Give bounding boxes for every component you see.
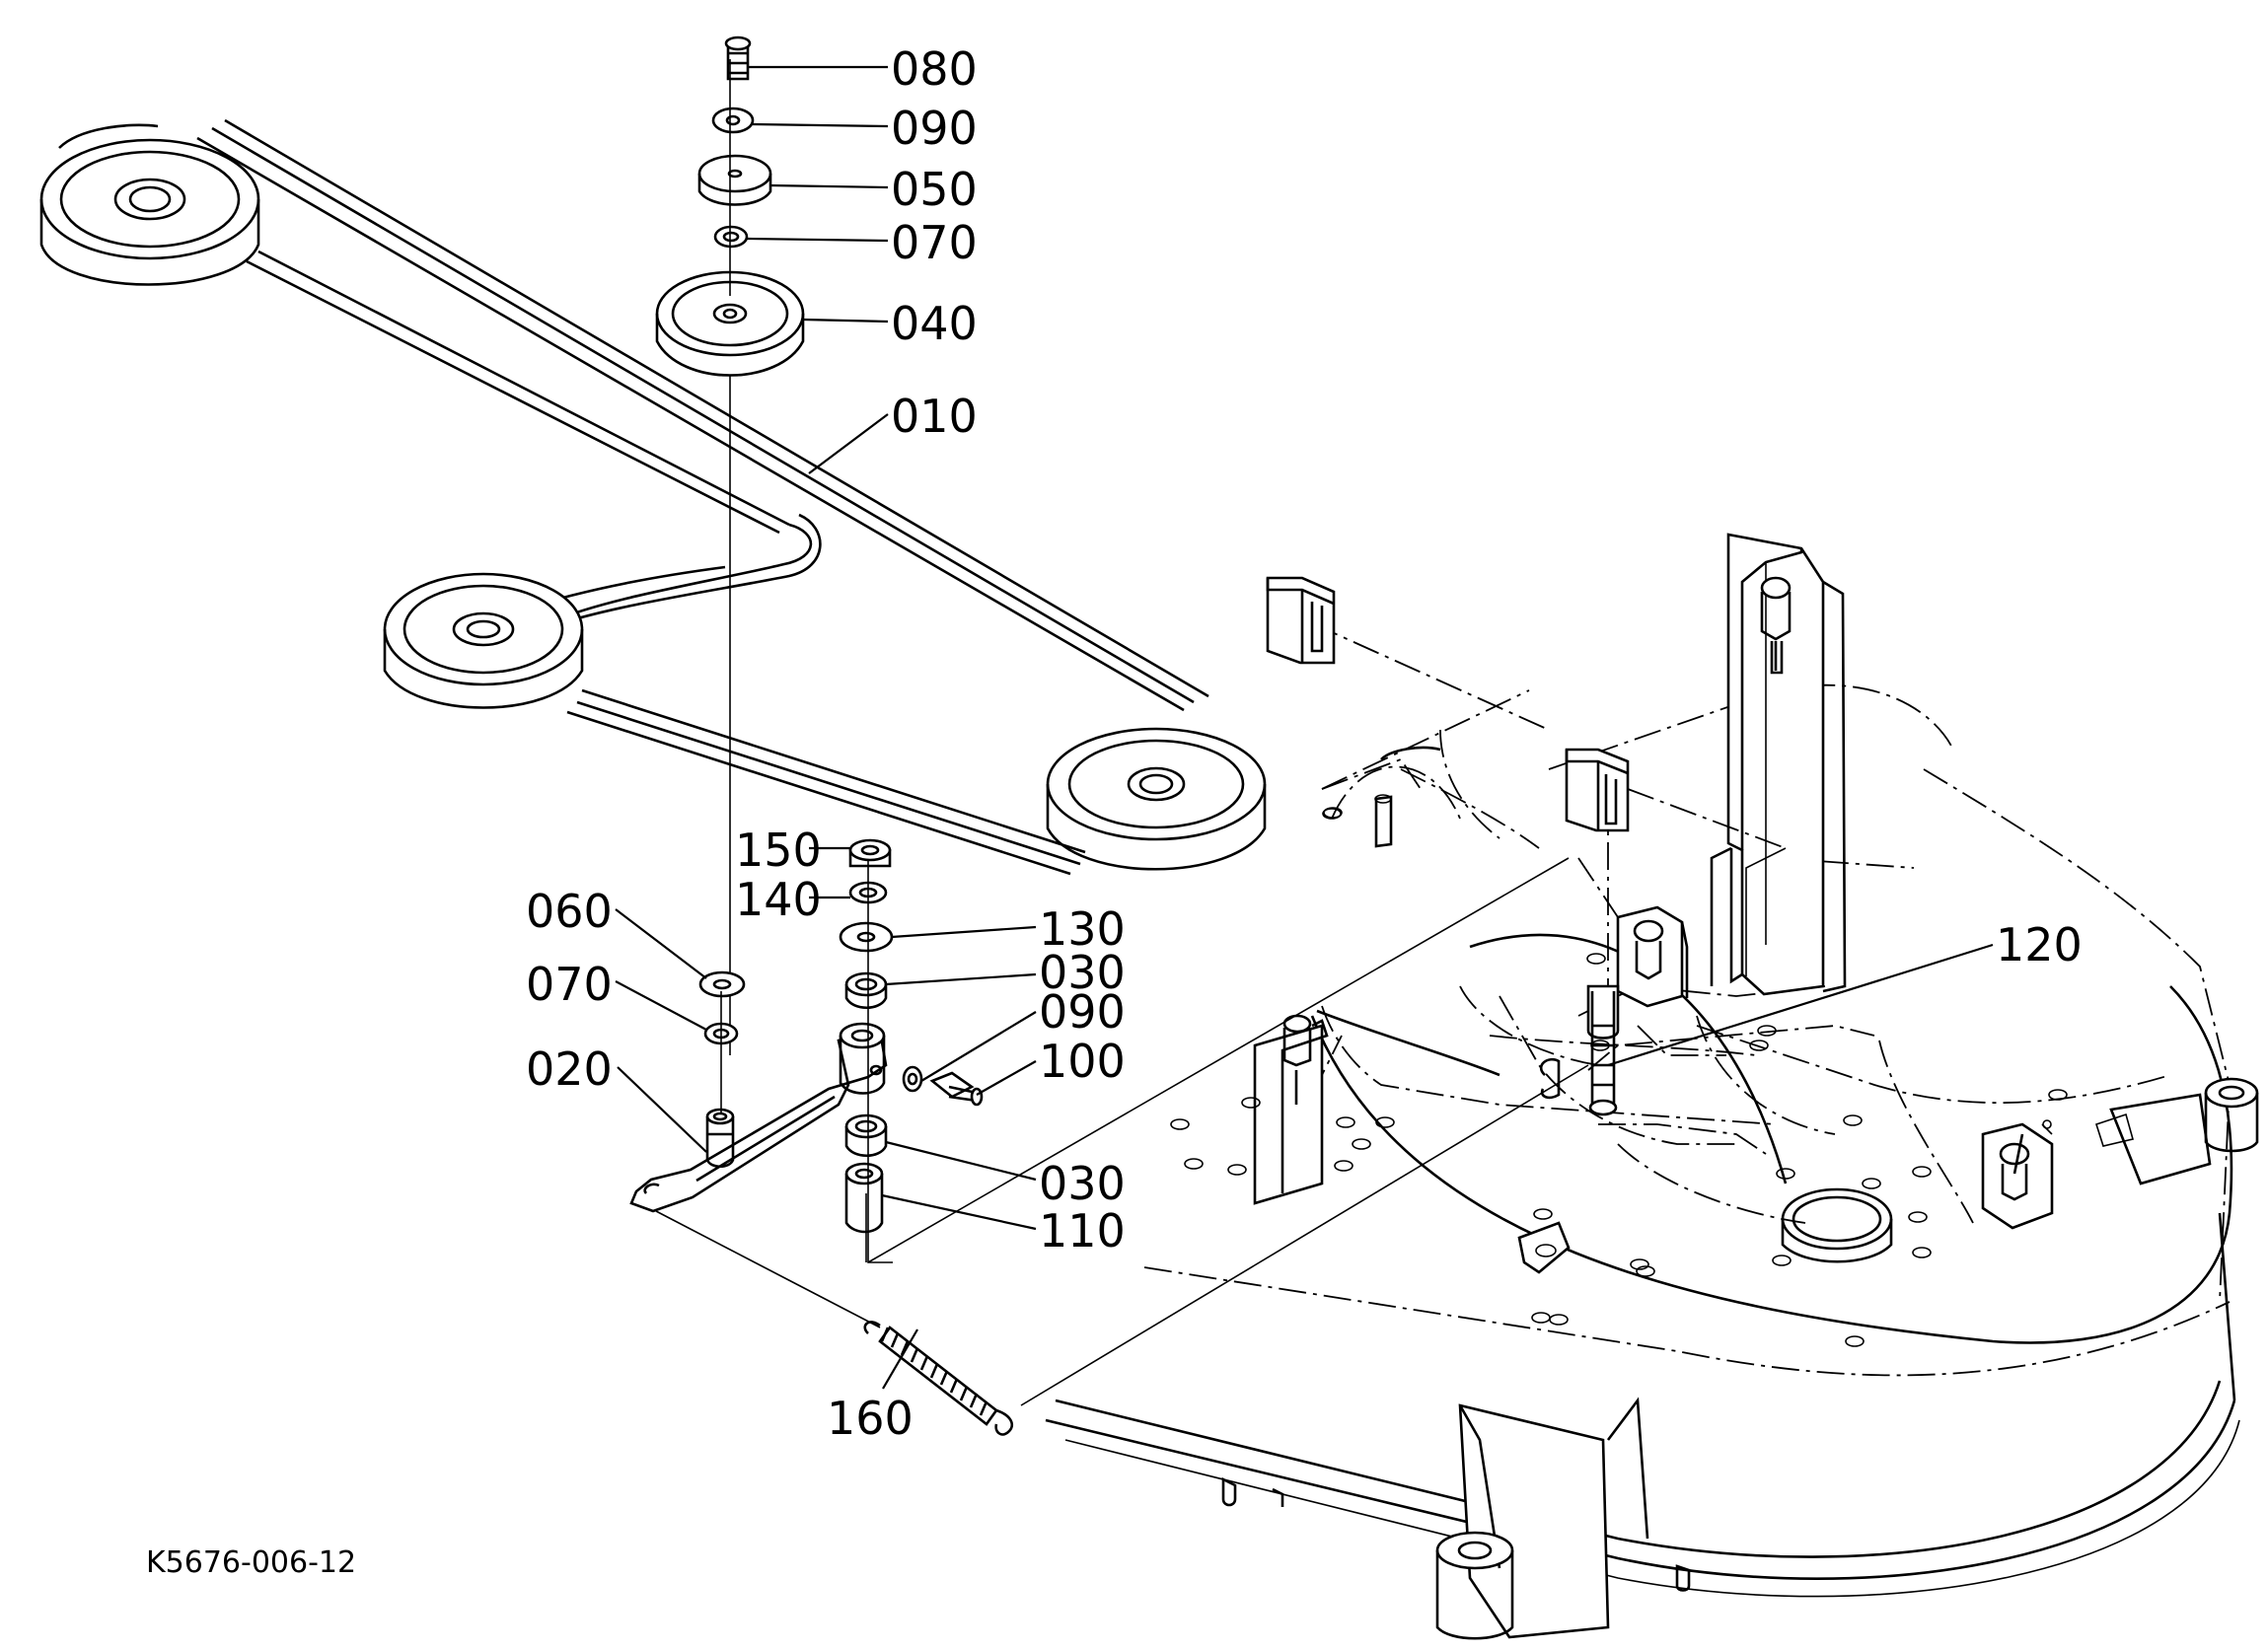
- callout-010: 010: [891, 390, 978, 443]
- callout-080: 080: [891, 42, 978, 96]
- tension-arm-assembly: [629, 838, 1013, 1436]
- reference-lines: [655, 622, 1787, 1406]
- belt-and-pulleys: [39, 118, 1267, 876]
- drawing-code: K5676-006-12: [146, 1545, 356, 1580]
- callout-090: 090: [1039, 985, 1126, 1039]
- callout-100: 100: [1039, 1035, 1126, 1088]
- leader-lines: [615, 65, 1994, 1390]
- callout-030: 030: [1039, 946, 1126, 999]
- callout-120: 120: [1996, 918, 2083, 971]
- callout-060: 060: [526, 885, 613, 938]
- callout-130: 130: [1039, 902, 1126, 956]
- callout-040: 040: [891, 297, 978, 350]
- idler-pulley-stack: [655, 36, 805, 1055]
- callout-160: 160: [827, 1392, 914, 1445]
- callout-050: 050: [891, 163, 978, 216]
- callout-030: 030: [1039, 1157, 1126, 1210]
- callout-070: 070: [891, 216, 978, 269]
- callout-070: 070: [526, 958, 613, 1011]
- callout-150: 150: [735, 824, 822, 877]
- callout-020: 020: [526, 1042, 613, 1096]
- callout-110: 110: [1039, 1204, 1126, 1257]
- mower-deck: [1045, 533, 2259, 1640]
- callout-140: 140: [735, 873, 822, 926]
- rubber-blocks: [1266, 576, 1630, 832]
- callout-090: 090: [891, 102, 978, 155]
- callout-labels: 080 090 050 070 040 010 150 140 130 030 …: [146, 42, 2083, 1580]
